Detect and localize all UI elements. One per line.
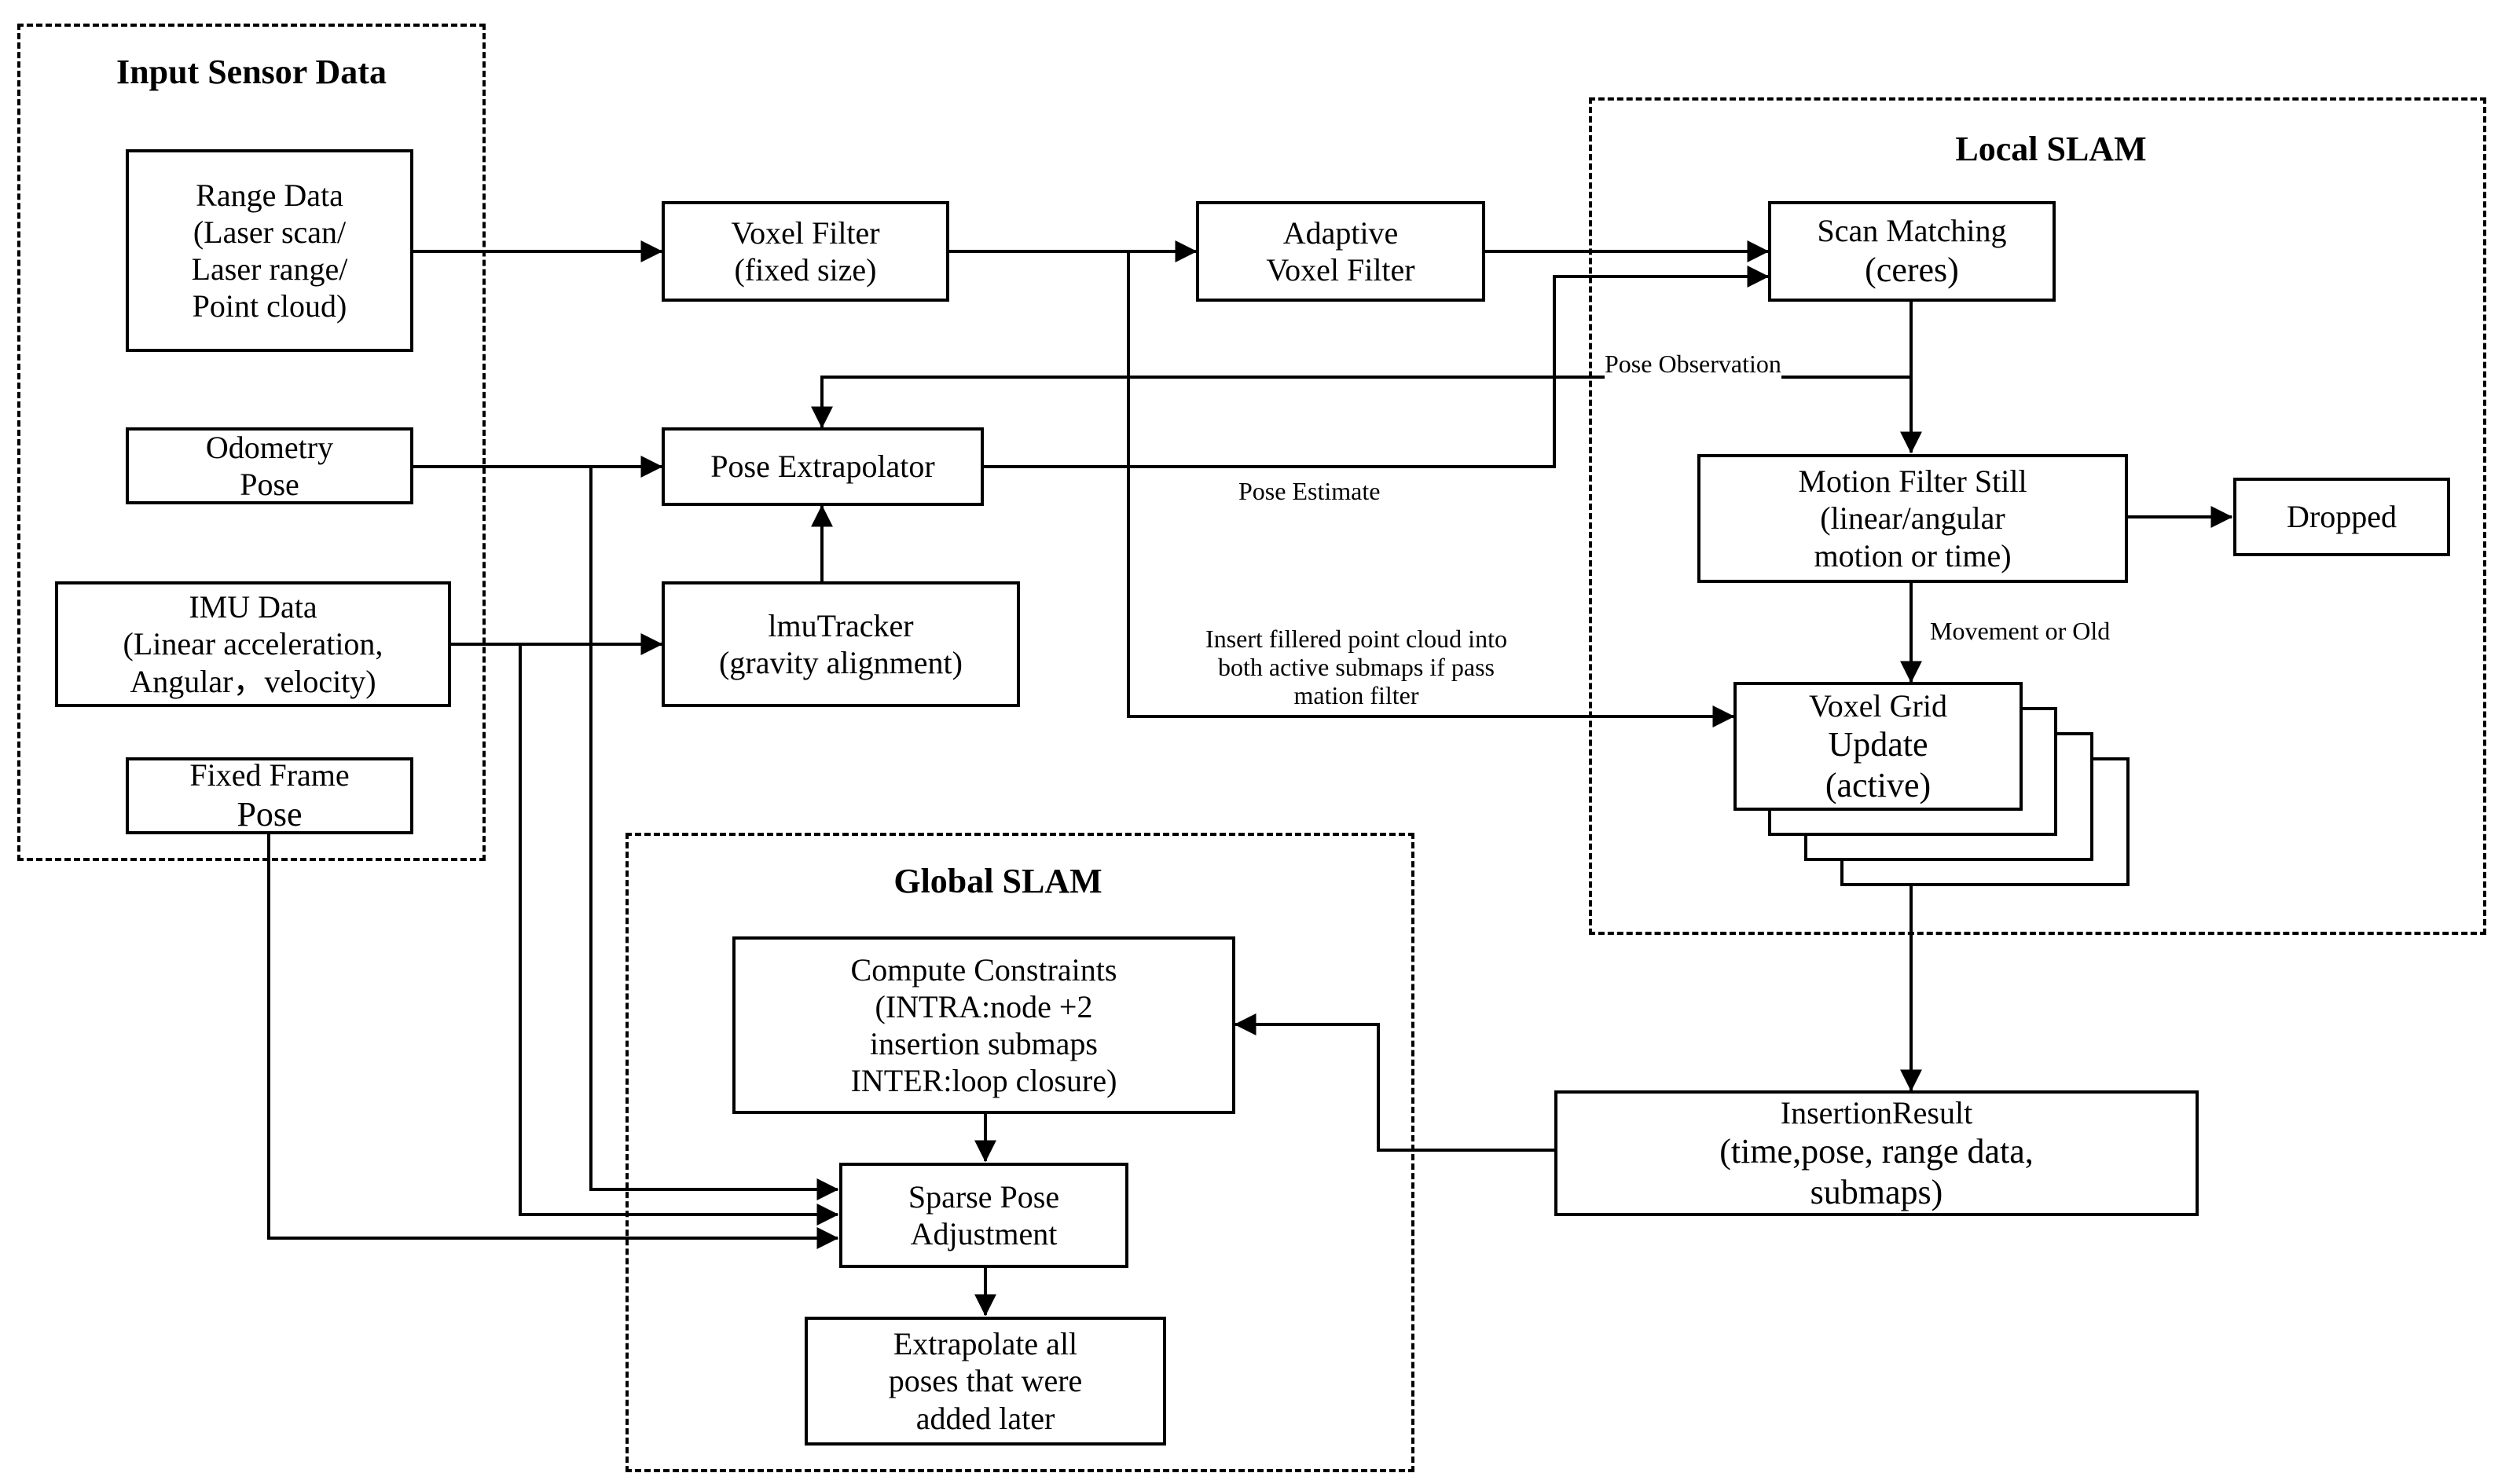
motion-filter-node: Motion Filter Still (linear/angular moti… xyxy=(1697,454,2128,583)
motion-filter-line: motion or time) xyxy=(1814,537,2012,573)
motion-filter-line: (linear/angular xyxy=(1820,500,2005,537)
range-data-line: (Laser scan/ xyxy=(193,214,347,250)
extrapolate-all-line: poses that were xyxy=(888,1363,1083,1399)
range-data-line: Laser range/ xyxy=(191,251,348,287)
sparse-pose-line: Sparse Pose xyxy=(908,1178,1060,1215)
compute-constraints-line: (INTRA:node +2 xyxy=(875,988,1093,1024)
insert-filtered-line: mation filter xyxy=(1293,680,1419,709)
odometry-pose-line: Odometry xyxy=(205,429,334,465)
extrapolate-all-line: Extrapolate all xyxy=(893,1326,1078,1362)
insertion-result-node: InsertionResult (time,pose, range data, … xyxy=(1554,1090,2199,1216)
odometry-pose-line: Pose xyxy=(240,467,299,502)
input-sensor-data-group xyxy=(17,24,486,861)
edge-odometry-to-sparse xyxy=(589,467,839,1200)
motion-filter-line: Motion Filter Still xyxy=(1798,464,2027,500)
range-data-node: Range Data (Laser scan/ Laser range/ Poi… xyxy=(126,149,413,352)
pose-extrapolator-line: Pose Extrapolator xyxy=(710,449,935,485)
imu-tracker-line: lmuTracker xyxy=(768,607,914,643)
compute-constraints-line: insertion submaps xyxy=(870,1026,1098,1061)
insert-filtered-label: Insert fillered point cloud into both ac… xyxy=(1160,625,1553,710)
fixed-frame-pose-node: Fixed Frame Pose xyxy=(126,757,413,834)
imu-data-line: (Linear acceleration, xyxy=(123,626,383,662)
voxel-filter-line: Voxel Filter xyxy=(731,214,880,251)
imu-tracker-node: lmuTracker (gravity alignment) xyxy=(662,581,1020,707)
pose-extrapolator-node: Pose Extrapolator xyxy=(662,427,984,506)
imu-data-line: Angular，velocity) xyxy=(130,663,376,699)
scan-matching-line: (ceres) xyxy=(1865,250,1959,289)
movement-or-old-label: Movement or Old xyxy=(1930,617,2111,646)
edge-pose-estimate xyxy=(982,266,1770,468)
global-slam-group xyxy=(626,833,1414,1472)
pose-estimate-label: Pose Estimate xyxy=(1238,477,1381,506)
compute-constraints-line: INTER:loop closure) xyxy=(850,1063,1117,1099)
compute-constraints-line: Compute Constraints xyxy=(850,951,1117,988)
fixed-frame-line: Pose xyxy=(237,794,303,834)
adaptive-voxel-line: Adaptive xyxy=(1282,214,1399,251)
local-slam-group xyxy=(1589,97,2486,935)
voxel-grid-line: Update xyxy=(1828,724,1928,764)
sparse-pose-line: Adjustment xyxy=(910,1216,1058,1251)
global-slam-title: Global SLAM xyxy=(893,862,1102,900)
dropped-node: Dropped xyxy=(2233,478,2450,556)
insertion-result-line: InsertionResult xyxy=(1780,1094,1973,1130)
edge-insertion-to-constraints xyxy=(1234,1013,1554,1152)
voxel-filter-node: Voxel Filter (fixed size) xyxy=(662,201,949,302)
insert-filtered-line: both active submaps if pass xyxy=(1218,652,1495,681)
adaptive-voxel-line: Voxel Filter xyxy=(1266,252,1415,288)
imu-data-line: IMU Data xyxy=(189,589,317,625)
edge-insert-filtered xyxy=(1127,251,1735,727)
pose-observation-label: Pose Observation xyxy=(1605,350,1781,379)
edge-fixedframe-to-sparse xyxy=(267,833,839,1249)
range-data-line: Point cloud) xyxy=(192,288,347,324)
scan-matching-line: Scan Matching xyxy=(1817,213,2007,249)
odometry-pose-node: Odometry Pose xyxy=(126,427,413,504)
fixed-frame-line: Fixed Frame xyxy=(189,757,350,793)
insert-filtered-line: Insert fillered point cloud into xyxy=(1205,625,1507,653)
imu-tracker-line: (gravity alignment) xyxy=(719,645,963,680)
imu-data-node: IMU Data (Linear acceleration, Angular，v… xyxy=(55,581,451,707)
adaptive-voxel-filter-node: Adaptive Voxel Filter xyxy=(1196,201,1485,302)
range-data-line: Range Data xyxy=(196,177,343,213)
sparse-pose-adjustment-node: Sparse Pose Adjustment xyxy=(839,1163,1128,1268)
voxel-grid-line: Voxel Grid xyxy=(1809,687,1947,724)
extrapolate-all-line: added later xyxy=(915,1400,1055,1436)
compute-constraints-node: Compute Constraints (INTRA:node +2 inser… xyxy=(732,936,1235,1114)
extrapolate-all-poses-node: Extrapolate all poses that were added la… xyxy=(805,1317,1166,1446)
edge-pose-observation xyxy=(811,376,1911,429)
edge-imu-to-sparse xyxy=(519,644,839,1226)
input-sensor-data-title: Input Sensor Data xyxy=(116,53,387,91)
local-slam-title: Local SLAM xyxy=(1955,130,2147,168)
voxel-grid-line: (active) xyxy=(1825,765,1932,804)
voxel-filter-line: (fixed size) xyxy=(734,252,877,288)
voxel-grid-update-node: Voxel Grid Update (active) xyxy=(1733,682,2023,811)
dropped-line: Dropped xyxy=(2287,499,2397,535)
scan-matching-node: Scan Matching (ceres) xyxy=(1768,201,2056,302)
insertion-result-line: submaps) xyxy=(1810,1172,1943,1211)
insertion-result-line: (time,pose, range data, xyxy=(1719,1131,2034,1171)
